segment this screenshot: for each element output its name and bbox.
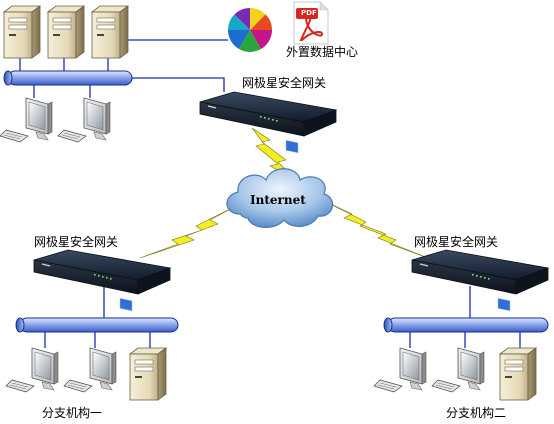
desktop-computer-icon [5, 347, 59, 393]
desktop-computer-icon [373, 347, 427, 393]
pie-chart-icon [227, 7, 273, 52]
connection-lines [19, 39, 521, 348]
internet-cloud-icon [226, 168, 334, 228]
desktop-computer-icon [57, 97, 111, 143]
desktop-computer-icon [0, 97, 53, 143]
network-gateway-device-icon [33, 249, 172, 312]
server-tower-icon [46, 5, 86, 59]
lightning-icon-left [139, 205, 237, 259]
hq-gateway-link [130, 77, 225, 92]
hq-bus [3, 70, 133, 86]
desktop-computer-icon [431, 347, 485, 393]
branch-one-label: 分支机构一 [42, 406, 103, 420]
right-bus [383, 317, 549, 333]
network-gateway-device-icon [411, 249, 550, 312]
left-bus [15, 317, 179, 333]
server-tower-icon [90, 5, 130, 59]
pdf-document-icon [293, 1, 329, 45]
gateway-top-label: 网极星安全网关 [242, 76, 327, 90]
server-tower-icon [2, 5, 42, 59]
lightning-icon-right [317, 197, 429, 259]
server-tower-icon [498, 347, 538, 401]
network-gateway-device-icon [199, 91, 338, 154]
server-tower-icon [128, 347, 168, 401]
internet-label: Internet [250, 193, 306, 207]
gateway-left-label: 网极星安全网关 [34, 235, 119, 249]
external-data-center-label: 外置数据中心 [286, 45, 359, 59]
pdf-badge-label: PDF [301, 9, 317, 17]
gateway-right-label: 网极星安全网关 [414, 235, 499, 249]
branch-two-label: 分支机构二 [446, 406, 507, 420]
desktop-computer-icon [63, 347, 117, 393]
